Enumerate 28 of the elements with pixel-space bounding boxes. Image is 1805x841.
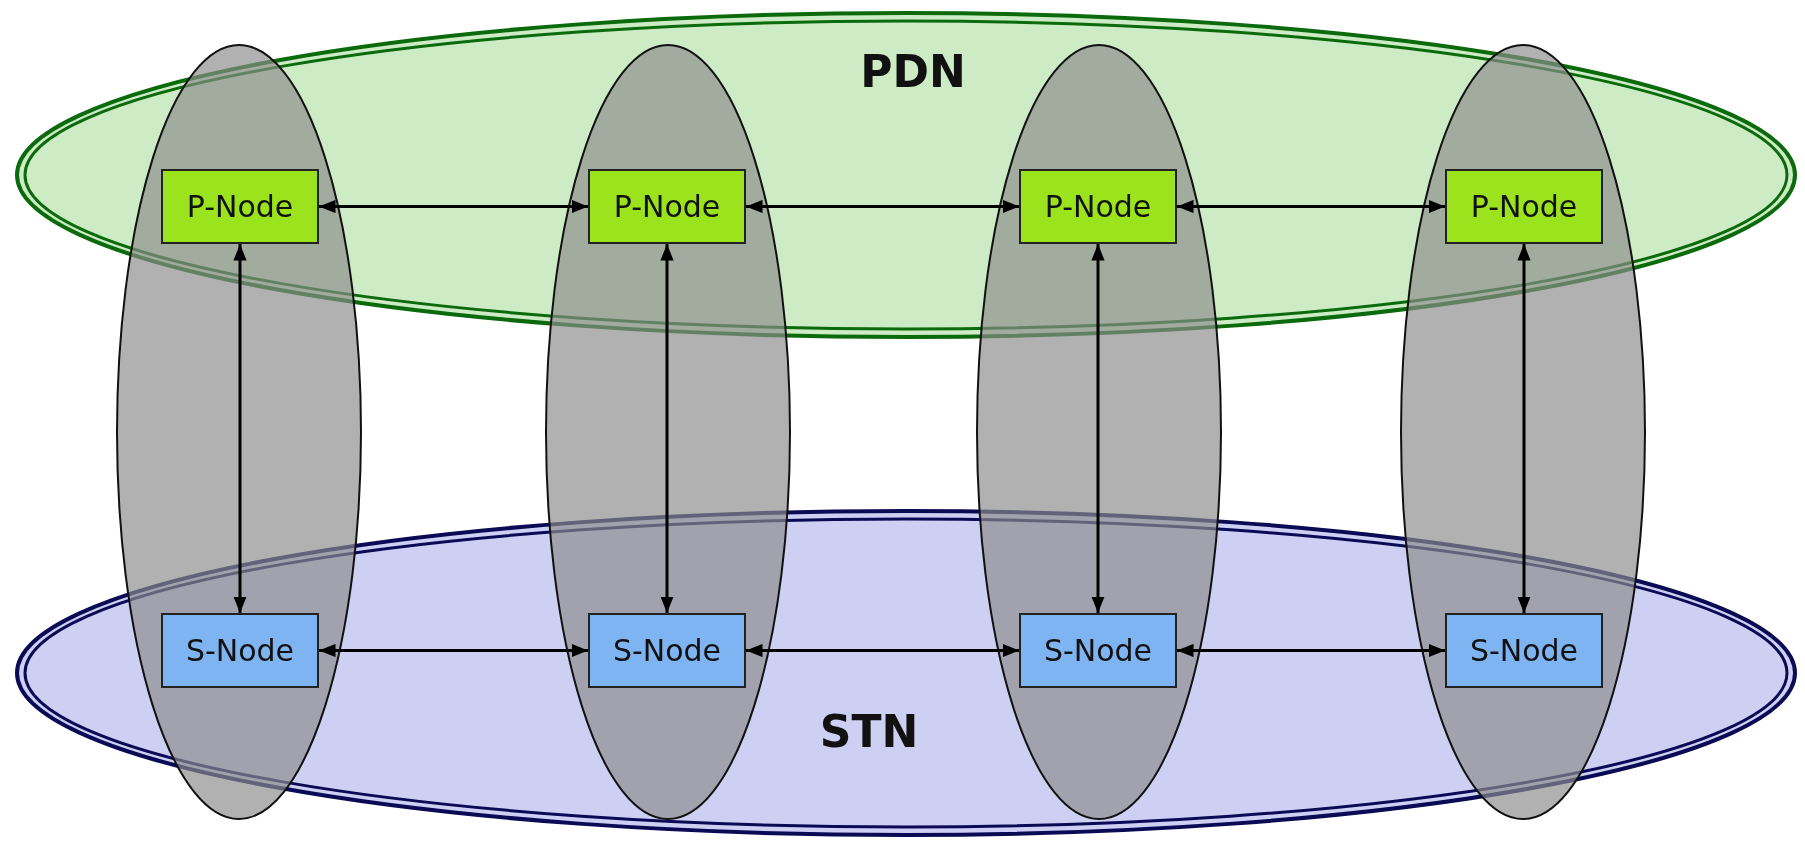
double-arrow xyxy=(746,643,1019,658)
node-label: S-Node xyxy=(1043,633,1153,668)
node-box xyxy=(588,613,746,688)
node-box xyxy=(588,169,746,244)
node-label: S-Node xyxy=(185,633,295,668)
node-label: P-Node xyxy=(1470,189,1578,224)
node-box xyxy=(161,613,319,688)
node-label: S-Node xyxy=(1469,633,1579,668)
node-box xyxy=(1445,169,1603,244)
double-arrow xyxy=(1091,244,1105,613)
double-arrow xyxy=(319,643,588,658)
node-box xyxy=(1445,613,1603,688)
double-arrow xyxy=(319,199,588,214)
node-label: P-Node xyxy=(186,189,294,224)
double-arrow xyxy=(660,244,674,613)
double-arrow xyxy=(1517,244,1531,613)
node-box xyxy=(1019,169,1177,244)
double-arrow xyxy=(746,199,1019,214)
double-arrow xyxy=(1177,199,1445,214)
node-box xyxy=(1019,613,1177,688)
network-label: STN xyxy=(819,705,919,757)
node-label: S-Node xyxy=(612,633,722,668)
network-label: PDN xyxy=(860,45,966,97)
node-box xyxy=(161,169,319,244)
node-label: P-Node xyxy=(613,189,721,224)
node-label: P-Node xyxy=(1044,189,1152,224)
double-arrow xyxy=(233,244,247,613)
double-arrow xyxy=(1177,643,1445,658)
